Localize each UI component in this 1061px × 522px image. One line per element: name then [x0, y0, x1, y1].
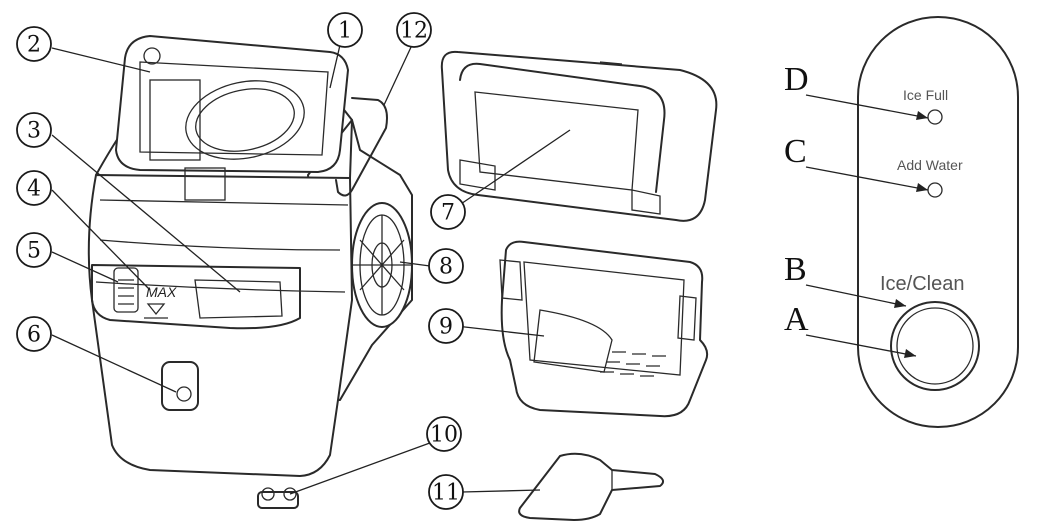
callout-8: 8 [428, 248, 464, 284]
callout-5: 5 [16, 232, 52, 268]
basket-drain-slots [600, 351, 666, 377]
label-c: C [784, 133, 807, 170]
ice-scoop-part [518, 452, 665, 521]
callout-11-number: 11 [432, 481, 460, 506]
callout-6-number: 6 [27, 323, 41, 348]
callout-3-number: 3 [27, 119, 41, 144]
callout-1: 1 [327, 12, 363, 48]
callout-3: 3 [16, 112, 52, 148]
lid-part [440, 50, 718, 222]
callout-2: 2 [16, 26, 52, 62]
callout-5-number: 5 [27, 239, 41, 264]
callout-7-number: 7 [441, 201, 455, 226]
ice-full-indicator-light [927, 109, 943, 125]
add-water-indicator-label: Add Water [897, 157, 963, 173]
ice-clean-button-label: Ice/Clean [880, 273, 965, 295]
ice-basket-part [499, 240, 709, 418]
callout-4-number: 4 [27, 177, 41, 202]
callout-10-number: 10 [430, 423, 458, 448]
drain-plug-part [257, 487, 299, 509]
callout-leaders [51, 44, 571, 495]
label-a: A [784, 301, 809, 338]
control-panel-letter-labels: D C B A [784, 61, 929, 358]
callout-12-number: 12 [400, 19, 428, 44]
callout-4: 4 [16, 170, 52, 206]
callout-9-number: 9 [439, 315, 453, 340]
callout-11: 11 [428, 474, 464, 510]
ice-clean-button [896, 307, 974, 385]
callout-1-number: 1 [338, 19, 352, 44]
callout-12: 12 [396, 12, 432, 48]
callout-7: 7 [430, 194, 466, 230]
callout-2-number: 2 [27, 33, 41, 58]
callout-9: 9 [428, 308, 464, 344]
max-fill-label: MAX [146, 284, 177, 300]
callout-10: 10 [426, 416, 462, 452]
label-d: D [784, 61, 809, 98]
ice-full-indicator-label: Ice Full [903, 87, 948, 103]
fan-grille [351, 202, 413, 328]
callout-6: 6 [16, 316, 52, 352]
ice-maker-body: MAX [87, 35, 413, 477]
control-panel-diagram: Ice Full Add Water Ice/Clean [857, 16, 1019, 428]
label-b: B [784, 251, 807, 288]
callout-8-number: 8 [439, 255, 453, 280]
add-water-indicator-light [927, 182, 943, 198]
